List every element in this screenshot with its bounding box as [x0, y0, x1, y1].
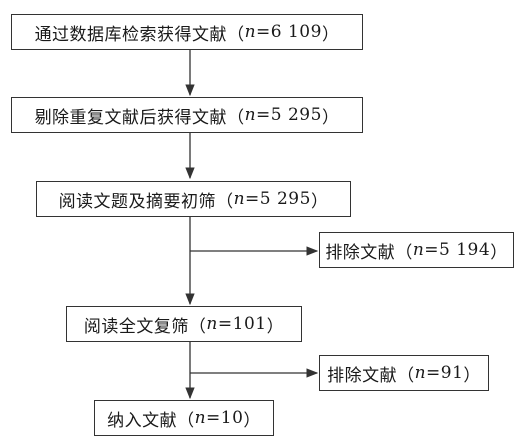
step2-box: 剔除重复文献后获得文献（n=5 295） — [11, 97, 363, 133]
step3-label: 阅读文题及摘要初筛 — [58, 191, 217, 212]
exclude2-label: 排除文献 — [327, 365, 398, 386]
step2-count: 5 295 — [270, 105, 322, 125]
exclude1-count: 5 194 — [439, 240, 491, 260]
exclude2-box: 排除文献（n=91） — [319, 355, 489, 391]
step2-label: 剔除重复文献后获得文献 — [34, 107, 228, 128]
step4-count: 101 — [232, 314, 267, 334]
exclude1-box: 排除文献（n=5 194） — [319, 232, 514, 268]
exclude2-count: 91 — [440, 363, 464, 383]
step3-box: 阅读文题及摘要初筛（n=5 295） — [36, 181, 351, 217]
step5-label: 纳入文献 — [107, 410, 178, 431]
step1-label: 通过数据库检索获得文献 — [34, 24, 228, 45]
step1-box: 通过数据库检索获得文献（n=6 109） — [11, 14, 363, 50]
exclude1-label: 排除文献 — [325, 242, 396, 263]
step4-label: 阅读全文复筛 — [83, 316, 189, 337]
step5-box: 纳入文献（n=10） — [94, 400, 274, 436]
step5-count: 10 — [220, 408, 244, 428]
step1-count: 6 109 — [270, 22, 322, 42]
step3-count: 5 295 — [259, 189, 311, 209]
step4-box: 阅读全文复筛（n=101） — [66, 306, 302, 342]
